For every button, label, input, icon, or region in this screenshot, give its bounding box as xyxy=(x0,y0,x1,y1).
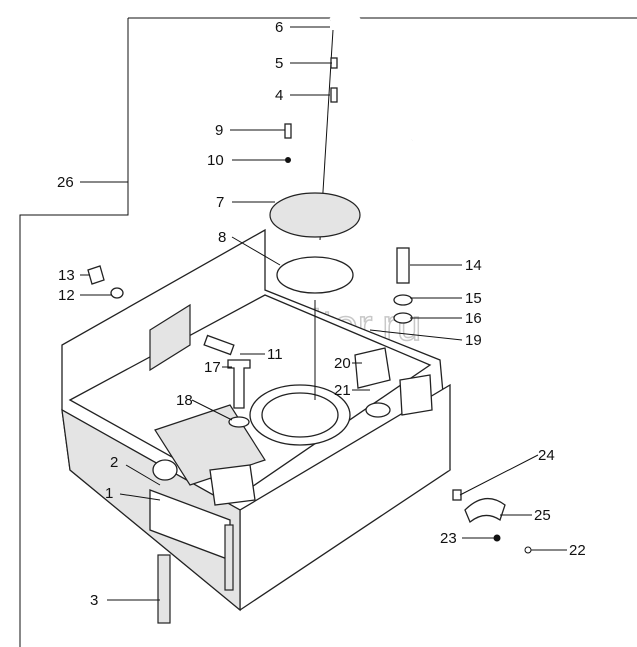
filler-pipe-6 xyxy=(328,11,427,141)
callout-20: 20 xyxy=(334,355,351,372)
ring-18 xyxy=(228,416,250,428)
callout-9: 9 xyxy=(215,122,223,139)
washer-12 xyxy=(110,287,124,299)
leader-lines xyxy=(80,26,567,601)
strap-3 xyxy=(157,554,171,624)
callout-11: 11 xyxy=(267,346,283,363)
callout-22: 22 xyxy=(569,542,586,559)
washer-15 xyxy=(393,294,413,306)
callout-26: 26 xyxy=(57,174,74,191)
washer-16 xyxy=(393,312,413,324)
callout-1: 1 xyxy=(105,485,113,502)
fitting-24 xyxy=(452,489,462,501)
clamp-25 xyxy=(464,498,506,524)
callout-2: 2 xyxy=(110,454,118,471)
part-9 xyxy=(284,123,292,139)
sender-17 xyxy=(227,359,251,409)
callout-8: 8 xyxy=(218,229,226,246)
callout-10: 10 xyxy=(207,152,224,169)
callout-19: 19 xyxy=(465,332,482,349)
cover-plate-7 xyxy=(269,192,361,238)
part-11 xyxy=(203,334,235,356)
callout-21: 21 xyxy=(334,382,351,399)
callout-23: 23 xyxy=(440,530,457,547)
part-21 xyxy=(365,402,391,418)
callout-5: 5 xyxy=(275,55,283,72)
callout-14: 14 xyxy=(465,257,482,274)
assembly-boundary xyxy=(19,17,637,647)
part-22 xyxy=(524,546,532,554)
fuel-tank xyxy=(61,228,451,612)
callout-7: 7 xyxy=(216,194,224,211)
gasket-8 xyxy=(276,256,354,294)
callout-4: 4 xyxy=(275,87,283,104)
nut-13 xyxy=(87,265,105,285)
bolt-14 xyxy=(396,247,410,284)
callout-3: 3 xyxy=(90,592,98,609)
part-10 xyxy=(285,157,291,163)
callout-13: 13 xyxy=(58,267,75,284)
callout-17: 17 xyxy=(204,359,221,376)
callout-labels: 6 5 4 9 10 26 7 8 14 13 12 15 16 19 11 1… xyxy=(57,19,586,609)
callout-6: 6 xyxy=(275,19,283,36)
callout-15: 15 xyxy=(465,290,482,307)
part-4 xyxy=(330,87,338,103)
callout-25: 25 xyxy=(534,507,551,524)
part-23 xyxy=(493,534,501,542)
callout-12: 12 xyxy=(58,287,75,304)
bracket-20 xyxy=(354,347,391,389)
callout-24: 24 xyxy=(538,447,555,464)
callout-16: 16 xyxy=(465,310,482,327)
callout-18: 18 xyxy=(176,392,193,409)
